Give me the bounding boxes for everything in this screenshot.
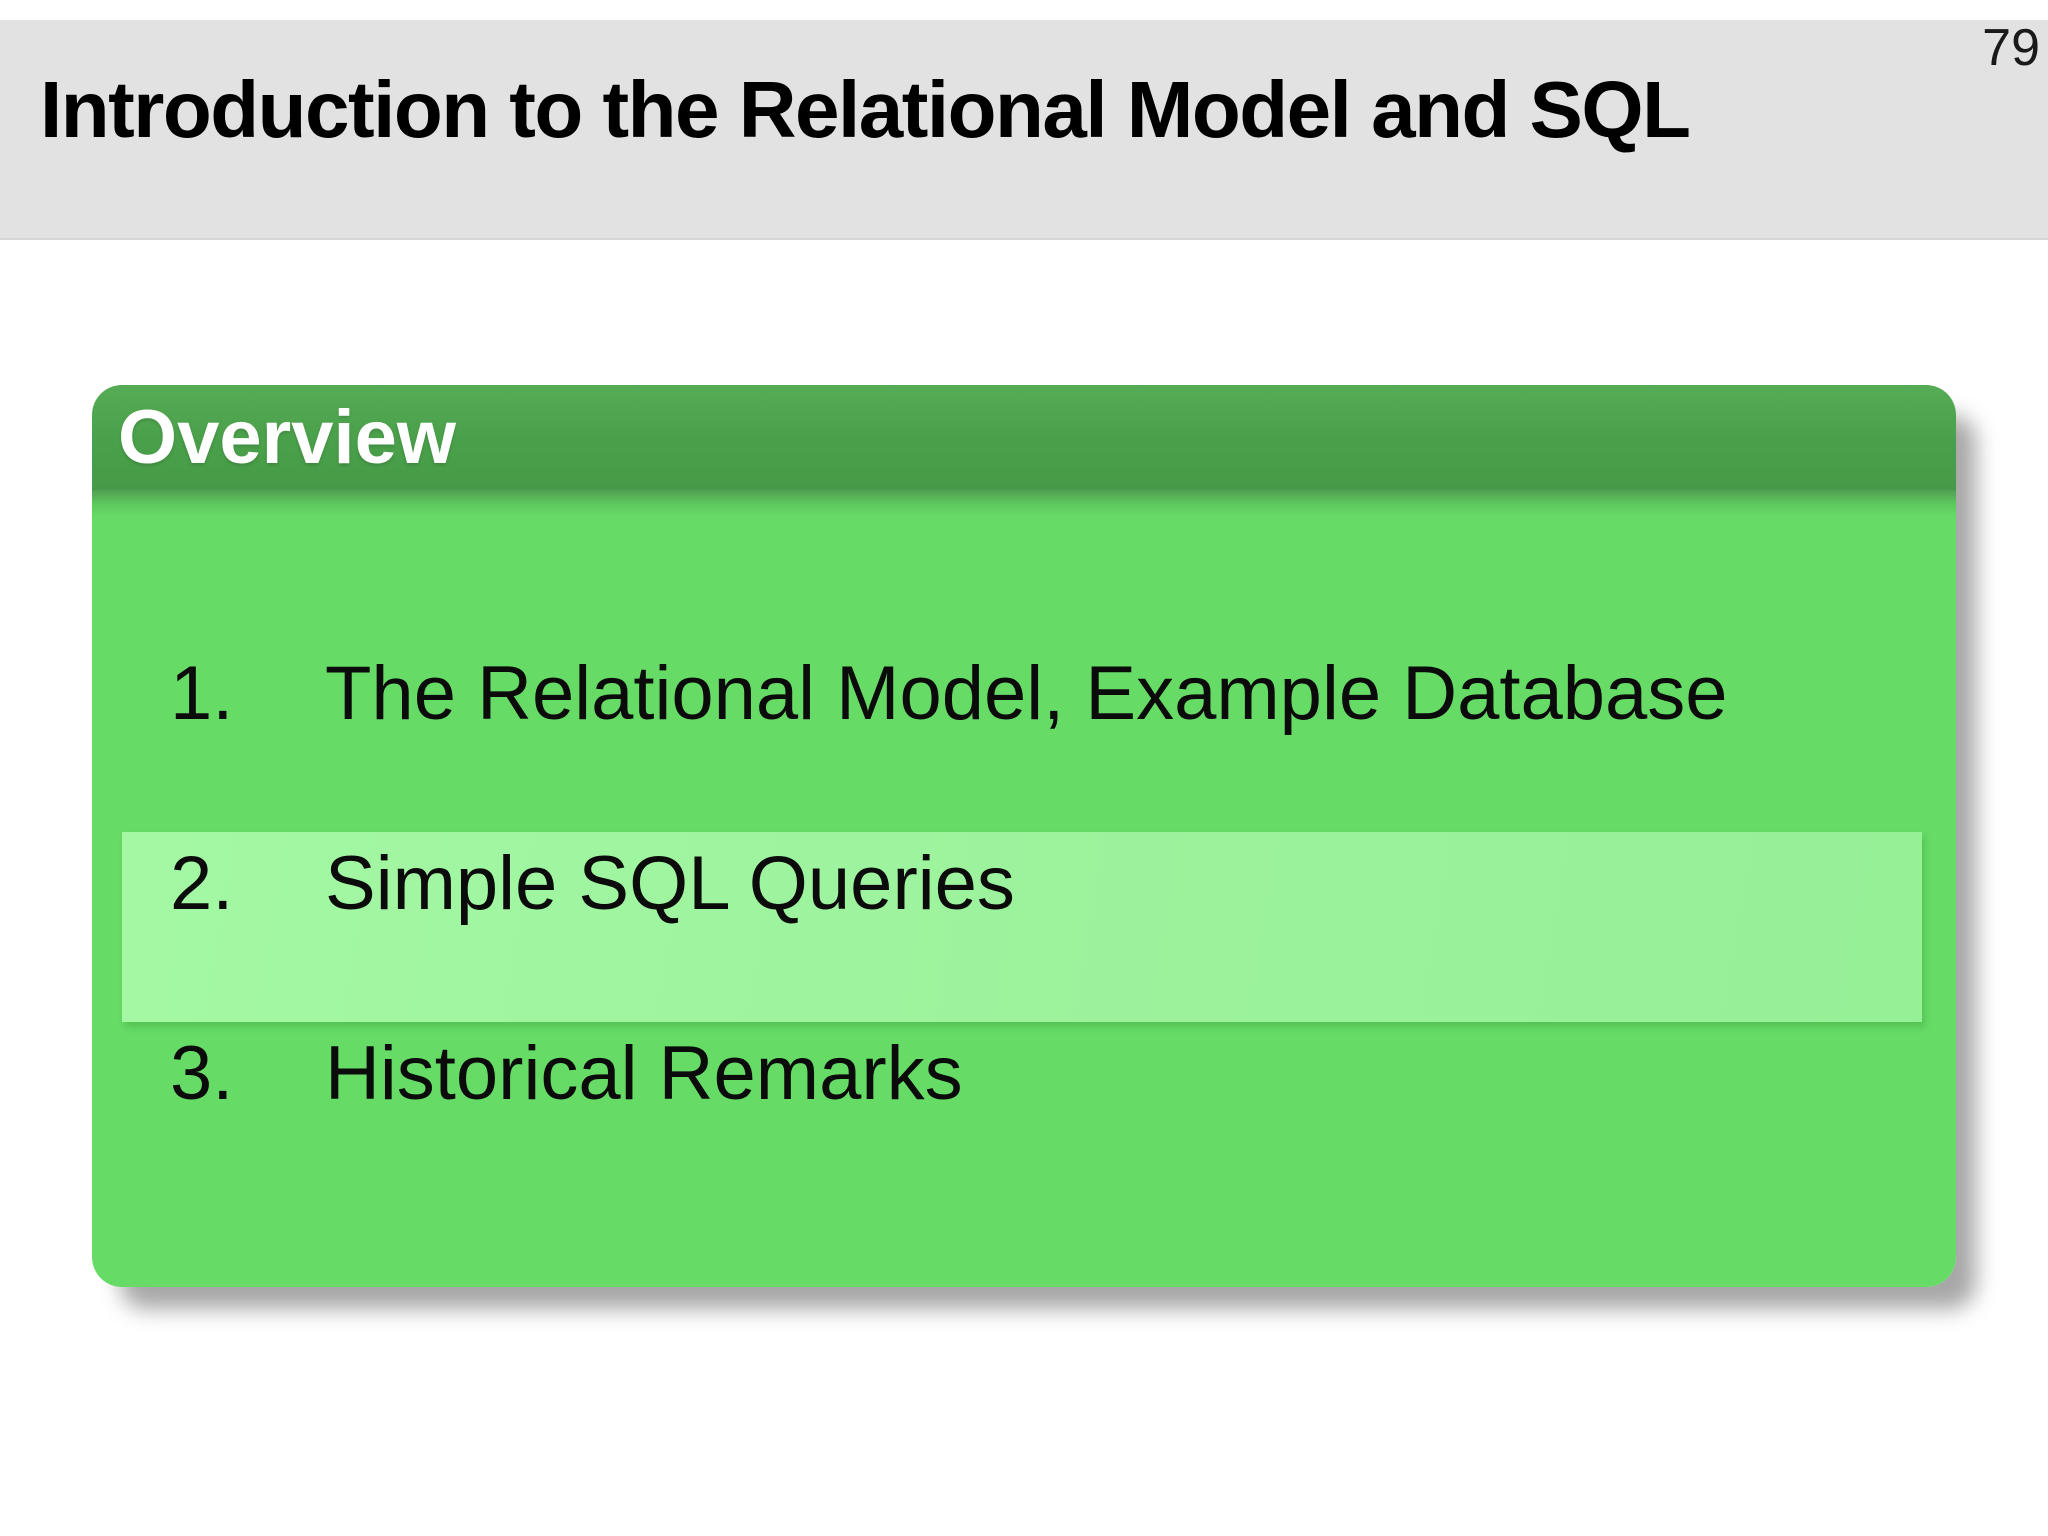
toc-item-simple-sql-queries[interactable]: 2. Simple SQL Queries bbox=[122, 832, 1922, 1022]
toc-item-number: 1. bbox=[170, 651, 234, 736]
toc-item-label: The Relational Model, Example Database bbox=[325, 651, 1728, 736]
toc-item-label: Simple SQL Queries bbox=[325, 841, 1015, 926]
toc-item-label: Historical Remarks bbox=[325, 1031, 963, 1116]
overview-panel: Overview 1. The Relational Model, Exampl… bbox=[92, 385, 1956, 1287]
overview-panel-header: Overview bbox=[92, 385, 1956, 490]
toc-item-number: 2. bbox=[170, 841, 234, 926]
toc-item-historical-remarks[interactable]: 3. Historical Remarks bbox=[122, 1022, 1922, 1212]
page-number: 79 bbox=[1982, 19, 2040, 77]
title-bar bbox=[0, 20, 2048, 240]
overview-panel-title: Overview bbox=[118, 394, 456, 480]
slide-title: Introduction to the Relational Model and… bbox=[40, 65, 1691, 154]
toc-item-relational-model[interactable]: 1. The Relational Model, Example Databas… bbox=[122, 642, 1922, 832]
toc-item-number: 3. bbox=[170, 1031, 234, 1116]
overview-panel-body: 1. The Relational Model, Example Databas… bbox=[92, 490, 1956, 1287]
